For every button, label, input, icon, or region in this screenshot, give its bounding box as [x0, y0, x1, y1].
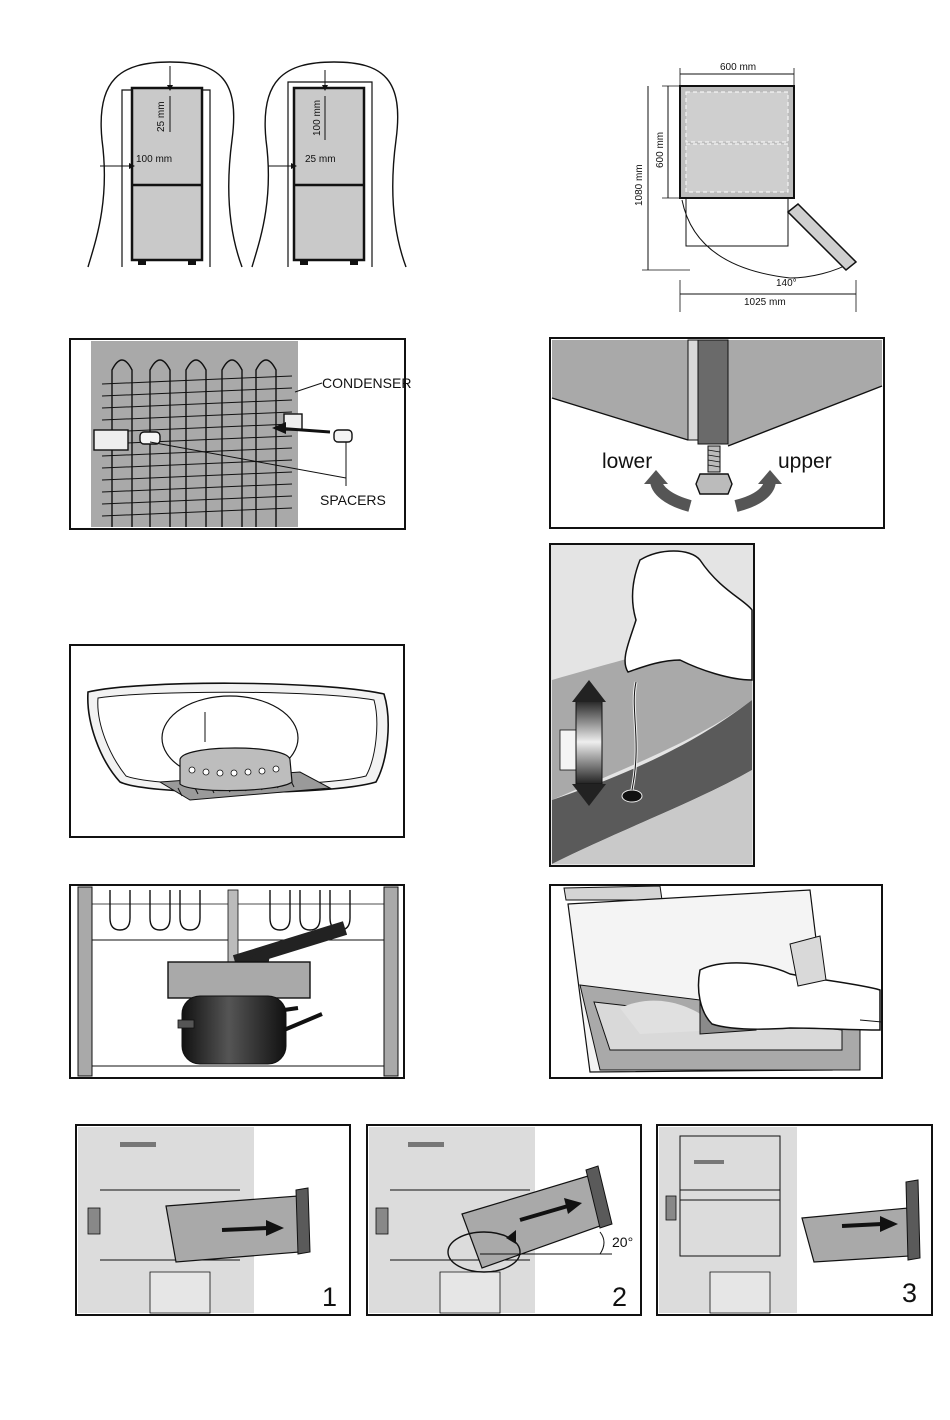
- drawer-removal-step-3: 3: [657, 1125, 932, 1315]
- clearance-right-side-gap: 25 mm: [305, 154, 336, 165]
- clearance-diagram-left: 25 mm 100 mm: [88, 62, 242, 267]
- dimensions-top-view: 600 mm 600 mm 1080 mm 140° 1025 mm: [634, 62, 856, 312]
- drawer-tilt-angle: 20°: [612, 1234, 633, 1250]
- drain-cap-panel: [70, 645, 404, 837]
- dimension-door-angle: 140°: [776, 278, 797, 289]
- spacers-label: SPACERS: [320, 492, 386, 508]
- drawer-step-1-number: 1: [322, 1282, 337, 1312]
- clearance-left-side-gap: 100 mm: [136, 154, 172, 165]
- condenser-spacers-panel: CONDENSER SPACERS: [70, 339, 411, 529]
- upper-label: upper: [778, 450, 832, 473]
- dimension-height: 1080 mm: [634, 164, 645, 206]
- dimension-depth: 600 mm: [655, 132, 666, 168]
- drawer-step-3-number: 3: [902, 1278, 917, 1308]
- clearance-right-top-gap: 100 mm: [312, 100, 323, 136]
- drawer-removal-step-1: 1: [76, 1125, 350, 1315]
- condenser-label: CONDENSER: [322, 375, 411, 391]
- dimension-width: 600 mm: [720, 62, 756, 73]
- drain-hole-cleaning-panel: [550, 544, 754, 866]
- leveling-feet-panel: lower upper: [550, 338, 884, 528]
- lower-label: lower: [602, 450, 652, 473]
- drawer-step-2-number: 2: [612, 1282, 627, 1312]
- drawer-removal-step-2: 20° 2: [367, 1125, 641, 1315]
- clearance-left-top-gap: 25 mm: [156, 101, 167, 132]
- wiping-panel: [550, 885, 882, 1078]
- compressor-panel: [70, 885, 404, 1078]
- dimension-total-depth: 1025 mm: [744, 297, 786, 308]
- clearance-diagram-right: 100 mm 25 mm: [252, 62, 406, 267]
